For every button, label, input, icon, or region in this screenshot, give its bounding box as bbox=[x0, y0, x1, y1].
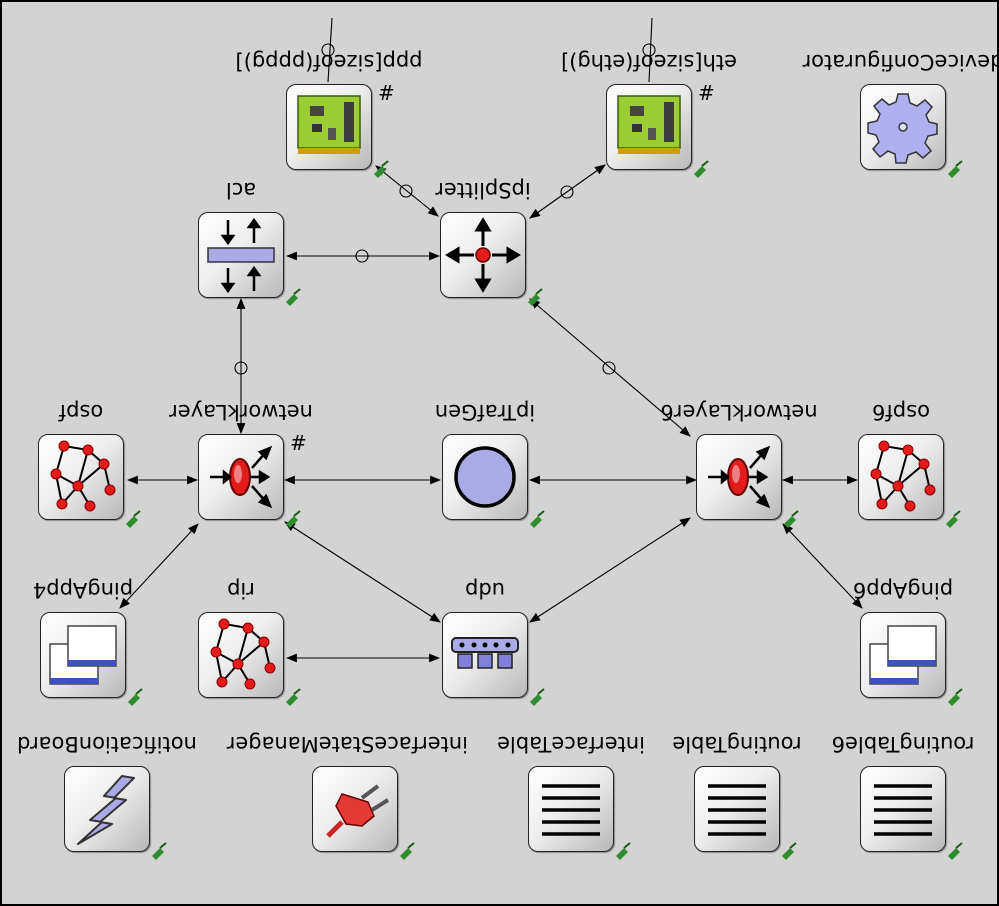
lightning-icon bbox=[77, 775, 135, 845]
table-lines-icon bbox=[542, 784, 600, 836]
pin-icon bbox=[948, 688, 963, 706]
module-routingTable[interactable]: routingTable bbox=[672, 732, 802, 860]
module-interfaceStateManager-label: interfaceStateManager bbox=[226, 732, 468, 756]
module-pingApp6[interactable]: pingApp6 bbox=[853, 578, 963, 706]
pin-icon bbox=[784, 510, 799, 528]
network-graph-icon bbox=[50, 440, 116, 512]
pin-icon bbox=[152, 842, 167, 860]
module-networkLayer6[interactable]: networkLayer6 bbox=[660, 400, 818, 528]
pin-icon bbox=[286, 288, 301, 306]
conn-acl-ipsplitter-marker bbox=[355, 249, 369, 263]
table-lines-icon bbox=[708, 784, 766, 836]
module-ipSplitter-label: ipSplitter bbox=[435, 178, 531, 202]
pin-icon bbox=[948, 160, 963, 178]
table-lines-icon bbox=[874, 784, 932, 836]
gear-icon bbox=[867, 93, 938, 164]
nic-card-icon bbox=[617, 95, 681, 154]
pin-icon bbox=[530, 510, 545, 528]
pin-icon bbox=[530, 688, 545, 706]
traffic-generator-icon bbox=[454, 446, 516, 508]
network-layer-icon bbox=[210, 445, 273, 509]
module-eth-label: eth[sizeof(ethg)] bbox=[561, 50, 737, 74]
app-window-icon bbox=[49, 625, 117, 685]
udp-block-icon bbox=[451, 637, 519, 669]
vector-hash-marker: # bbox=[290, 430, 307, 454]
pin-icon bbox=[528, 288, 543, 306]
module-rip[interactable]: rip bbox=[198, 578, 301, 706]
splitter-icon bbox=[445, 217, 521, 293]
module-acl[interactable]: acl bbox=[198, 178, 301, 306]
module-ospf6[interactable]: ospf6 bbox=[858, 400, 961, 528]
pin-icon bbox=[400, 842, 415, 860]
pin-icon bbox=[286, 510, 301, 528]
module-interfaceStateManager[interactable]: interfaceStateManager bbox=[227, 732, 468, 860]
module-ospf6-label: ospf6 bbox=[872, 400, 930, 424]
pin-icon bbox=[616, 842, 631, 860]
pin-icon bbox=[694, 160, 709, 178]
pin-icon bbox=[286, 688, 301, 706]
module-notificationBoard-label: notificationBoard bbox=[17, 732, 197, 756]
plug-icon bbox=[326, 784, 390, 838]
acl-filter-icon bbox=[207, 217, 275, 294]
module-networkLayer[interactable]: networkLayer # bbox=[169, 400, 313, 528]
vector-hash-marker: # bbox=[378, 80, 395, 104]
module-deviceConfigurator[interactable]: deviceConfigurator bbox=[803, 50, 997, 178]
conn-ipsplitter-networklayer6-marker bbox=[602, 361, 616, 375]
module-acl-label: acl bbox=[225, 178, 257, 202]
module-ipTrafGen-label: ipTrafGen bbox=[434, 400, 536, 424]
module-ipTrafGen[interactable]: ipTrafGen bbox=[435, 400, 545, 528]
module-pingApp4[interactable]: pingApp4 bbox=[33, 578, 143, 706]
module-notificationBoard[interactable]: notificationBoard bbox=[17, 732, 197, 860]
module-routingTable6[interactable]: routingTable6 bbox=[832, 732, 974, 860]
module-ppp[interactable]: ppp[sizeof(pppg)] # bbox=[235, 50, 423, 178]
module-deviceConfigurator-label: deviceConfigurator bbox=[802, 50, 999, 74]
module-networkLayer-label: networkLayer bbox=[169, 400, 313, 424]
network-layer-icon bbox=[708, 445, 771, 509]
pin-icon bbox=[374, 160, 389, 178]
nic-card-icon bbox=[297, 95, 361, 154]
pin-icon bbox=[128, 688, 143, 706]
pin-icon bbox=[946, 510, 961, 528]
module-ipSplitter[interactable]: ipSplitter bbox=[435, 178, 543, 306]
conn-udp-networklayer6 bbox=[529, 517, 691, 623]
module-interfaceTable[interactable]: interfaceTable bbox=[497, 732, 645, 860]
conn-acl-networklayer-marker bbox=[234, 361, 248, 375]
network-graph-icon bbox=[210, 618, 276, 690]
pin-icon bbox=[126, 510, 141, 528]
pin-icon bbox=[948, 842, 963, 860]
module-routingTable6-label: routingTable6 bbox=[831, 732, 975, 756]
module-eth[interactable]: eth[sizeof(ethg)] # bbox=[561, 50, 737, 178]
module-pingApp6-label: pingApp6 bbox=[852, 578, 954, 602]
module-ospf[interactable]: ospf bbox=[38, 400, 141, 528]
module-udp[interactable]: udp bbox=[442, 578, 545, 706]
app-window-icon bbox=[869, 625, 937, 685]
pin-icon bbox=[782, 842, 797, 860]
network-graph-icon bbox=[870, 440, 936, 512]
module-rip-label: rip bbox=[227, 578, 255, 602]
vector-hash-marker: # bbox=[698, 80, 715, 104]
module-udp-label: udp bbox=[465, 578, 505, 602]
conn-networklayer-udp bbox=[284, 521, 441, 623]
module-ppp-label: ppp[sizeof(pppg)] bbox=[235, 50, 423, 74]
